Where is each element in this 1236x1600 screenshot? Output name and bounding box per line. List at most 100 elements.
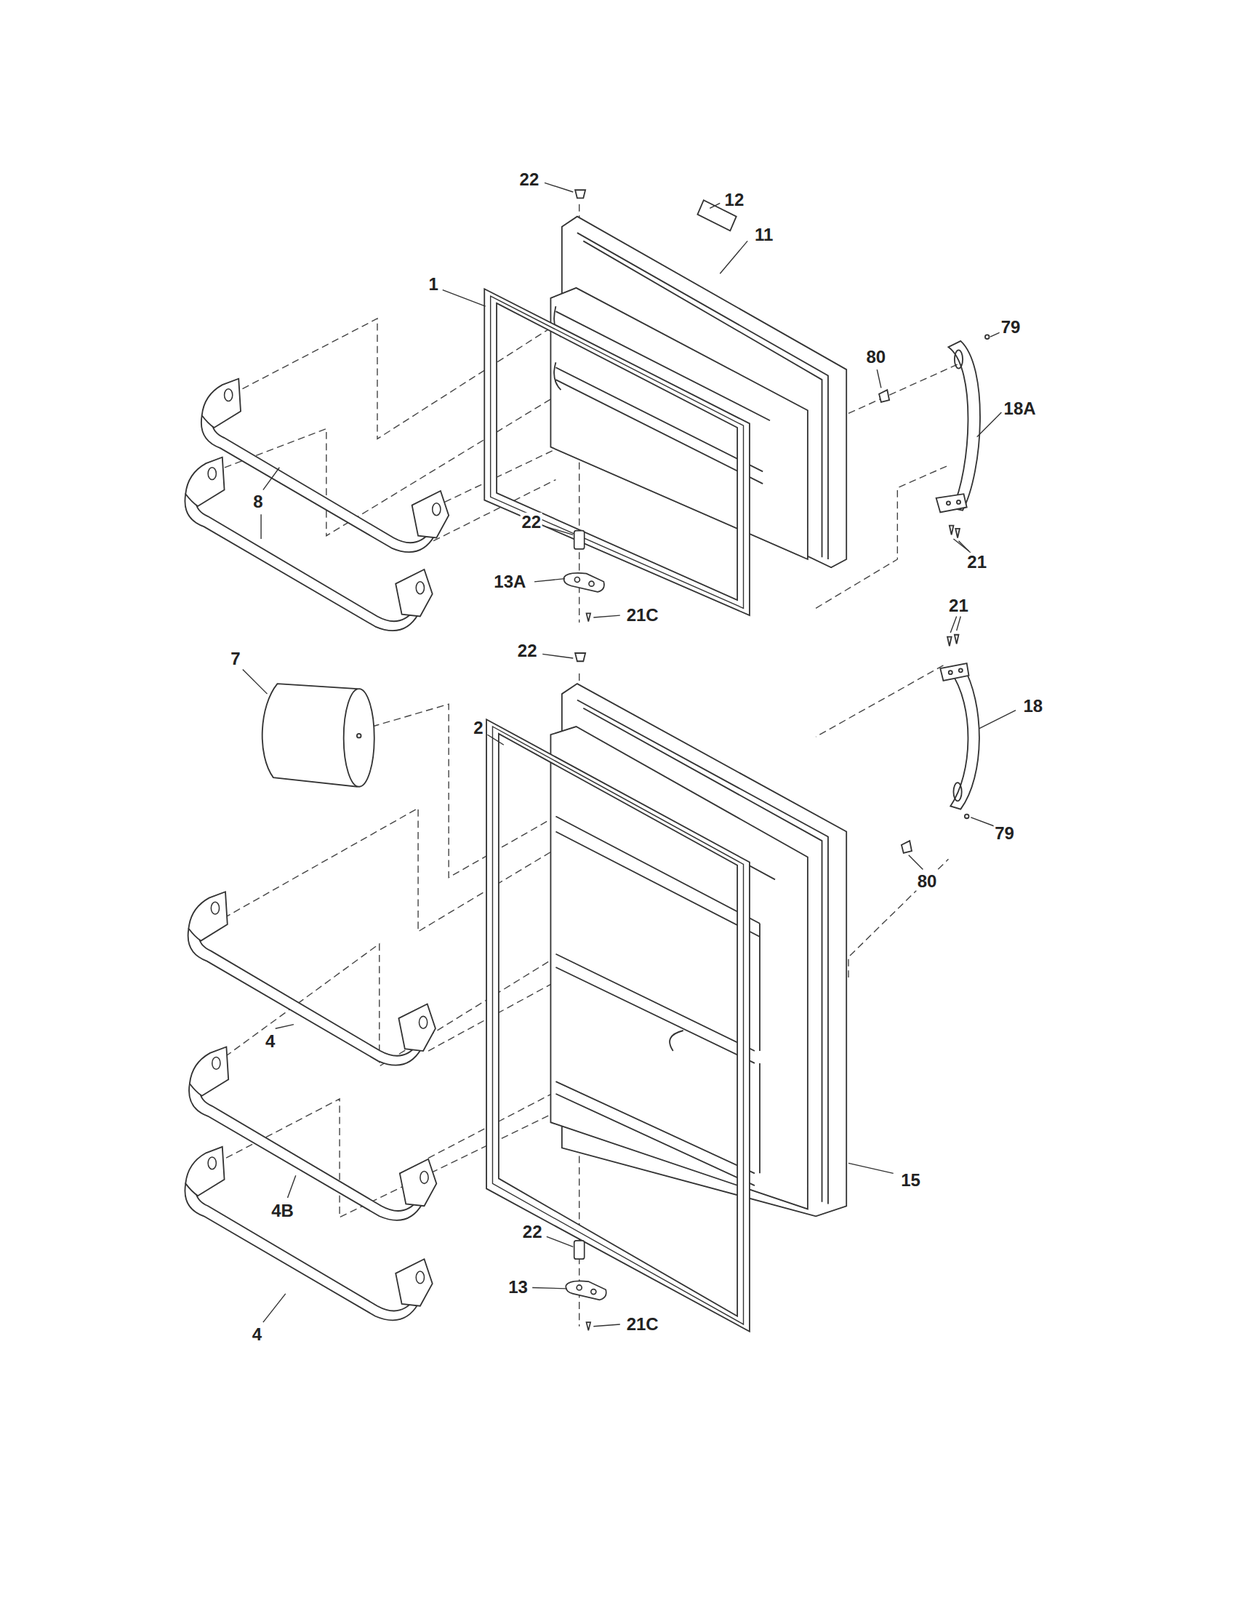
drawing-part [232,318,557,440]
callout-number: 18 [1022,695,1045,715]
gasket-inner-line [490,295,744,608]
leader-lines [242,182,1016,1326]
callout-number: 7 [229,649,242,669]
drawing-part [534,578,565,582]
gasket-inner-line [492,726,744,1324]
drawing-part [215,943,556,1066]
callout-number: 80 [865,347,888,367]
drawing-part [958,540,971,554]
drawing-part [940,663,969,681]
drawing-part [970,817,996,827]
drawing-part [950,665,980,810]
drawing-part [487,734,504,745]
drawing-part [936,493,967,512]
drawing-part [532,1286,568,1288]
drawing-part [719,240,748,274]
drawing-part [372,703,556,877]
drawing-part [964,814,970,819]
callout-number: 12 [723,190,746,210]
callout-number: 1 [426,274,440,294]
drawing-part [263,1293,286,1322]
callout-number: 22 [519,512,543,532]
callout-number: 21 [965,552,989,572]
callout-number: 22 [521,1222,544,1242]
fresh-food-door [550,652,847,1216]
drawing-part [908,855,924,870]
drawing-part [544,182,573,192]
drawing-part [356,733,362,738]
drawing-part [214,807,557,932]
drawing-part [576,1284,582,1290]
drawing-part [565,1280,606,1300]
drawing-part [709,202,720,208]
door-handles [879,334,989,853]
assembly-lines [214,204,970,1327]
drawing-part [953,782,962,801]
drawing-part [262,683,357,787]
drawing-part [260,514,262,539]
drawing-part [848,1162,894,1173]
freezer-door [550,189,847,568]
drawing-part [949,525,954,536]
butter-dish [262,683,375,787]
drawing-part [979,710,1016,729]
drawing-part [550,726,808,1209]
drawing-part [958,668,963,672]
callout-number: 22 [516,641,539,661]
drawing-part [901,840,912,853]
fresh-food-gasket [486,719,750,1332]
drawing-part [956,616,962,632]
callout-number: 4B [269,1201,296,1221]
drawing-part [287,1174,296,1198]
drawing-part [189,1046,437,1220]
callout-number: 79 [999,317,1023,337]
drawing-part [263,467,280,491]
drawing-part [954,634,959,645]
drawing-part [574,1240,585,1259]
drawing-part [591,1289,597,1295]
callout-number: 22 [518,170,541,190]
callout-number: 21C [625,1313,661,1333]
callout-number: 4 [263,1031,277,1051]
freezer-gasket [484,288,750,616]
drawing-part [215,1098,556,1218]
hinge-parts [564,530,607,1331]
hinge-pin [575,652,586,661]
drawing-part [593,1323,620,1327]
callout-number: 15 [899,1170,922,1190]
drawing-part [442,290,486,307]
drawing-part [586,612,592,621]
callout-number: 21C [625,605,661,625]
drawing-part [815,665,943,737]
drawing-part [955,528,960,539]
drawing-part [275,1024,294,1029]
drawing-part [947,636,952,647]
callout-number: 13 [506,1277,530,1297]
callout-number: 4 [250,1323,264,1343]
drawing-part [545,526,573,535]
drawing-part [343,688,375,787]
drawing-part [879,389,890,403]
drawing-part [948,670,953,674]
drawing-part [848,359,970,413]
drawing-part [550,287,808,560]
callout-number: 11 [753,224,775,244]
drawing-part [574,577,580,583]
drawing-part [546,1236,573,1247]
drawing-part [542,653,573,658]
callout-number: 13A [492,571,528,591]
drawing-part [950,616,957,633]
drawing-part [564,572,605,592]
callout-number: 79 [993,823,1016,843]
drawing-part [876,369,882,388]
drawing-part [586,1321,592,1330]
drawing-part [184,457,432,631]
door-bins [184,378,449,1321]
drawing-part [593,615,620,618]
drawing-part [946,500,951,505]
drawing-part [188,891,436,1065]
callout-number: 21 [947,596,970,616]
